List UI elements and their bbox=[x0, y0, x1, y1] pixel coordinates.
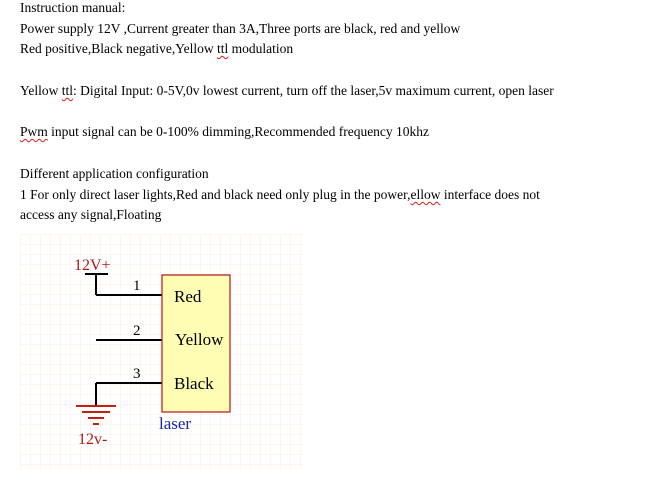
polarity-line: Red positive,Black negative,Yellow ttl m… bbox=[20, 41, 294, 56]
wiring-schematic: 12V+ 12v- 1 2 3 Red Yellow Black laser bbox=[20, 234, 303, 470]
config-1-line: 1 For only direct laser lights,Red and b… bbox=[20, 187, 540, 202]
port-red-label: Red bbox=[174, 287, 202, 306]
power-supply-line: Power supply 12V ,Current greater than 3… bbox=[20, 21, 461, 36]
pwm-spell-flag: Pwm bbox=[20, 124, 48, 139]
manual-title: Instruction manual: bbox=[20, 0, 126, 15]
laser-component-box bbox=[161, 274, 231, 413]
ellow-spell-flag: ellow bbox=[410, 187, 441, 202]
pin-2-number: 2 bbox=[133, 323, 141, 339]
ground-icon bbox=[76, 405, 116, 425]
pin-3-number: 3 bbox=[133, 366, 141, 382]
config-title: Different application configuration bbox=[20, 166, 209, 181]
config-1-line-2: access any signal,Floating bbox=[20, 207, 162, 222]
port-black-label: Black bbox=[174, 374, 214, 393]
pin-1-number: 1 bbox=[133, 278, 141, 294]
supply-negative-label: 12v- bbox=[78, 431, 107, 448]
ttl-spell-flag: ttl bbox=[61, 83, 74, 98]
supply-positive-label: 12V+ bbox=[74, 257, 111, 274]
port-yellow-label: Yellow bbox=[175, 330, 224, 349]
ttl-input-line: Yellow ttl: Digital Input: 0-5V,0v lowes… bbox=[20, 83, 554, 98]
ttl-spell-flag: ttl bbox=[216, 41, 229, 56]
pwm-line: Pwm input signal can be 0-100% dimming,R… bbox=[20, 124, 430, 139]
laser-component-label: laser bbox=[159, 414, 191, 433]
